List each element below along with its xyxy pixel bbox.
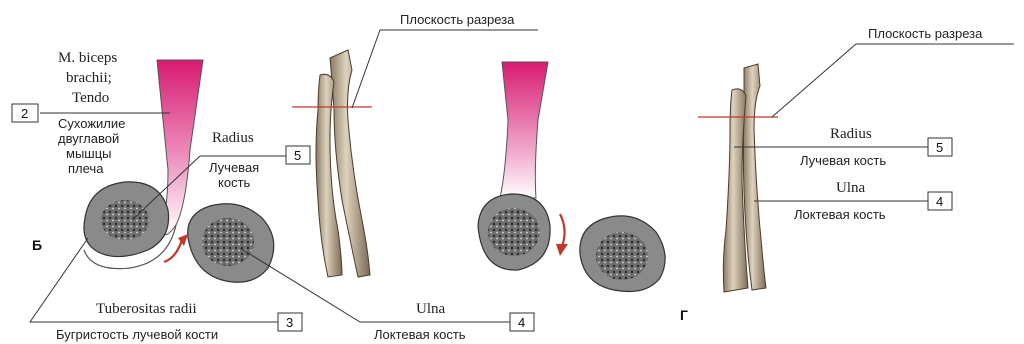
radius-marrow-b (101, 200, 149, 240)
radius-ru-b-1: Лучевая (209, 160, 259, 175)
biceps-ru-4: плеча (68, 161, 104, 176)
rotation-arrow-b (164, 240, 182, 262)
ulna-ru-b: Локтевая кость (374, 327, 466, 342)
number-3: 3 (286, 315, 293, 330)
ulna-latin-b: Ulna (416, 301, 446, 317)
number-5-g: 5 (936, 140, 943, 155)
biceps-tendon-shape-2 (500, 62, 548, 198)
panel-label-b: Б (32, 237, 42, 253)
tuberositas-ru: Бугристость лучевой кости (56, 327, 218, 342)
ulna-marrow-2 (596, 232, 648, 280)
biceps-ru-2: двуглавой (58, 131, 119, 146)
panel-label-g: Г (680, 307, 688, 323)
radius-latin-g: Radius (830, 126, 872, 142)
biceps-latin-1: M. biceps (58, 50, 117, 66)
ulna-bone-right (743, 64, 766, 290)
ulna-latin-g: Ulna (836, 180, 866, 196)
biceps-ru-3: мышцы (66, 146, 112, 161)
number-5-b: 5 (294, 148, 301, 163)
number-4-b: 4 (518, 315, 525, 330)
number-2: 2 (21, 106, 28, 121)
panel-g: Плоскость разреза Radius 5 Лучевая кость… (680, 26, 1014, 323)
panel-middle (478, 62, 665, 292)
radius-ru-g: Лучевая кость (800, 153, 886, 168)
leader-ulna-b (240, 248, 510, 322)
tuberositas-latin: Tuberositas radii (96, 301, 197, 317)
number-4-g: 4 (936, 194, 943, 209)
biceps-ru-1: Сухожилие (58, 116, 125, 131)
rotation-arrowhead-2 (556, 244, 568, 256)
panel-b: M. biceps brachii; Tendo 2 Сухожилие дву… (12, 50, 534, 342)
biceps-latin-2: brachii; (66, 70, 112, 86)
ulna-ru-g: Локтевая кость (794, 207, 886, 222)
radius-latin-b: Radius (212, 130, 254, 146)
plane-label-left: Плоскость разреза (400, 12, 515, 27)
ulna-marrow-b (202, 218, 254, 266)
leader-plane-right (772, 44, 1014, 117)
plane-label-right: Плоскость разреза (868, 26, 983, 41)
radius-marrow-2 (488, 208, 540, 256)
biceps-latin-3: Tendo (72, 90, 109, 106)
radius-ru-b-2: кость (218, 175, 251, 190)
rotation-arrow-2 (560, 214, 565, 246)
